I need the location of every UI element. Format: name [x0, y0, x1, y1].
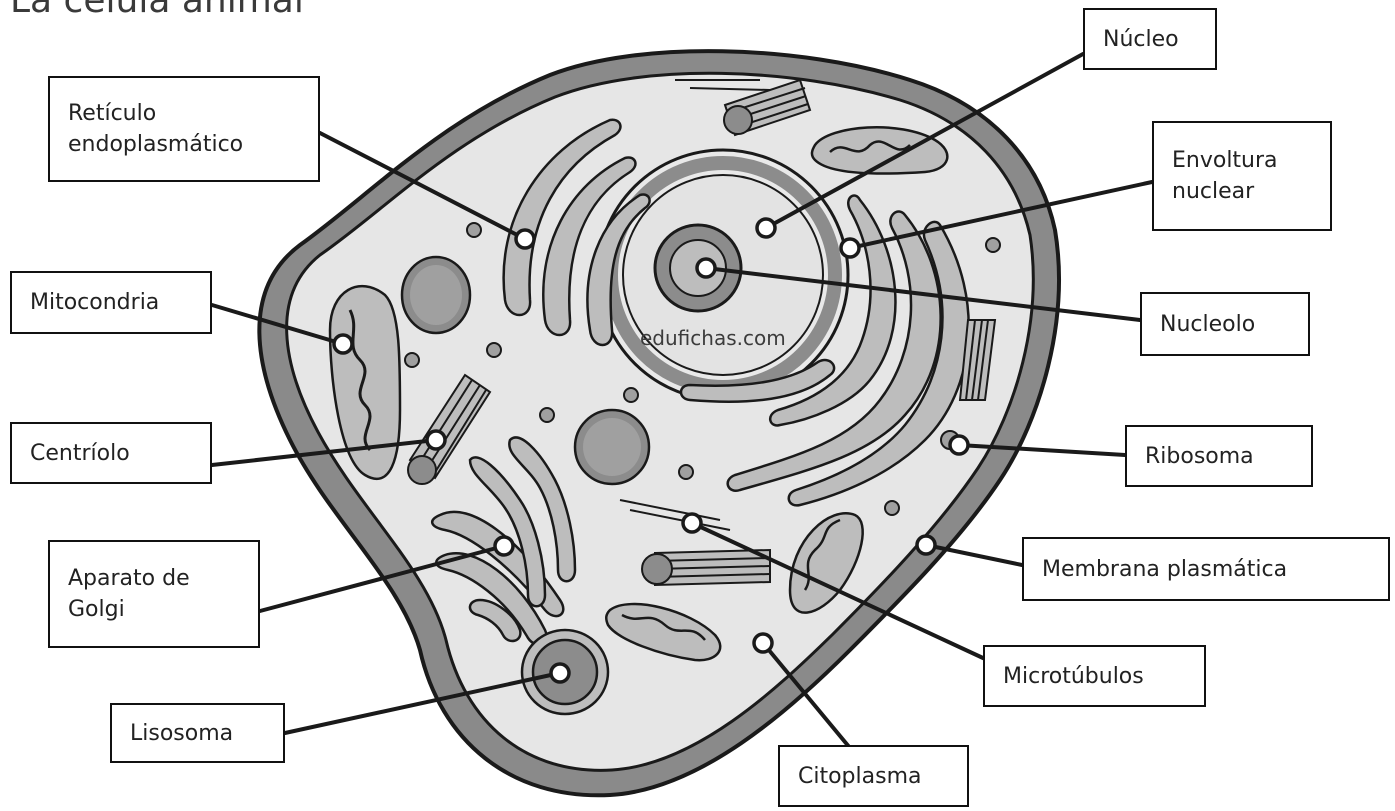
label-mitocondria: Mitocondria — [10, 271, 212, 334]
label-centriolo: Centríolo — [10, 422, 212, 484]
label-text: Núcleo — [1103, 24, 1179, 55]
label-text: Centríolo — [30, 438, 130, 469]
label-text: Aparato de Golgi — [68, 563, 190, 625]
label-text: Ribosoma — [1145, 441, 1254, 472]
label-nucleolo: Nucleolo — [1140, 292, 1310, 356]
label-text: Mitocondria — [30, 287, 159, 318]
label-reticulo-endoplasmatico: Retículo endoplasmático — [48, 76, 320, 182]
watermark: edufichas.com — [640, 326, 786, 350]
label-membrana-plasmatica: Membrana plasmática — [1022, 537, 1390, 601]
label-aparato-golgi: Aparato de Golgi — [48, 540, 260, 648]
label-nucleo: Núcleo — [1083, 8, 1217, 70]
label-ribosoma: Ribosoma — [1125, 425, 1313, 487]
label-citoplasma: Citoplasma — [778, 745, 969, 807]
label-text: Membrana plasmática — [1042, 554, 1287, 585]
label-text: Microtúbulos — [1003, 661, 1144, 692]
label-lisosoma: Lisosoma — [110, 703, 285, 763]
label-text: Retículo endoplasmático — [68, 98, 243, 160]
label-text: Envoltura nuclear — [1172, 145, 1278, 207]
label-text: Lisosoma — [130, 718, 233, 749]
label-microtubulos: Microtúbulos — [983, 645, 1206, 707]
label-text: Nucleolo — [1160, 309, 1255, 340]
label-envoltura-nuclear: Envoltura nuclear — [1152, 121, 1332, 231]
label-text: Citoplasma — [798, 761, 922, 792]
